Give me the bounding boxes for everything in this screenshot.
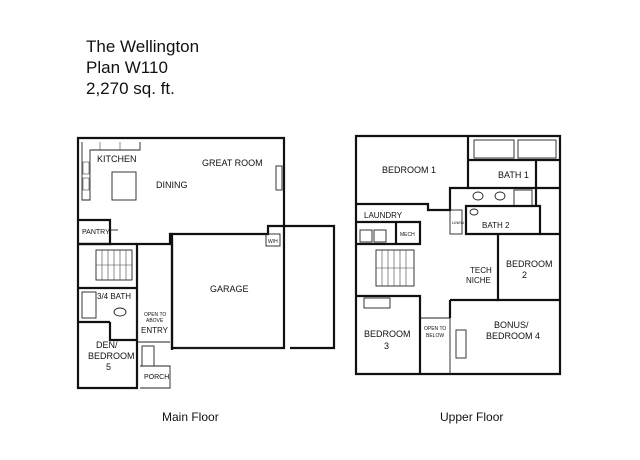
plan-title-block: The Wellington Plan W110 2,270 sq. ft. xyxy=(86,36,199,99)
label-pantry: PANTRY xyxy=(82,229,110,236)
label-open-to-above-line1: OPEN TO xyxy=(144,312,166,318)
plan-number: Plan W110 xyxy=(86,58,168,77)
label-bedroom-2-line2: 2 xyxy=(522,270,527,280)
label-linen: LINEN xyxy=(452,220,464,225)
plan-name: The Wellington xyxy=(86,37,200,56)
label-kitchen: KITCHEN xyxy=(97,154,137,164)
label-bedroom-2-line1: BEDROOM xyxy=(506,259,553,269)
label-great-room: GREAT ROOM xyxy=(202,158,263,168)
plan-area: 2,270 sq. ft. xyxy=(86,79,175,98)
label-den-line3: 5 xyxy=(106,362,111,372)
upper-floor-labels: BEDROOM 1 BATH 1 LAUNDRY MECH LINEN BATH… xyxy=(364,165,553,351)
label-bedroom-1: BEDROOM 1 xyxy=(382,165,436,175)
main-floor-caption: Main Floor xyxy=(162,410,219,424)
label-bedroom-3-line2: 3 xyxy=(384,341,389,351)
label-bath-1: BATH 1 xyxy=(498,170,529,180)
label-entry: ENTRY xyxy=(141,326,169,335)
label-dining: DINING xyxy=(156,180,188,190)
label-den-line1: DEN/ xyxy=(96,340,118,350)
label-open-to-below-line2: BELOW xyxy=(426,333,444,339)
main-stairs xyxy=(95,249,133,281)
upper-stairs xyxy=(375,249,415,287)
label-bonus-line1: BONUS/ xyxy=(494,320,529,330)
label-den-line2: BEDROOM xyxy=(88,351,135,361)
label-porch: PORCH xyxy=(144,374,169,381)
label-mech: MECH xyxy=(400,232,415,238)
label-bedroom-3-line1: BEDROOM xyxy=(364,329,411,339)
label-open-to-above-line2: ABOVE xyxy=(146,318,164,324)
main-floor-plan xyxy=(76,136,336,390)
label-open-to-below-line1: OPEN TO xyxy=(424,326,446,332)
label-three-quarter-bath: 3/4 BATH xyxy=(97,292,131,301)
label-bath-2: BATH 2 xyxy=(482,221,510,230)
label-water-heater: W/H xyxy=(268,239,278,245)
main-floor-labels: KITCHEN DINING GREAT ROOM PANTRY 3/4 BAT… xyxy=(82,154,278,381)
label-tech-line2: NICHE xyxy=(466,276,491,285)
label-tech-line1: TECH xyxy=(470,266,492,275)
upper-floor-caption: Upper Floor xyxy=(440,410,504,424)
label-bonus-line2: BEDROOM 4 xyxy=(486,331,540,341)
label-garage: GARAGE xyxy=(210,284,249,294)
upper-floor-plan xyxy=(354,134,562,376)
label-laundry: LAUNDRY xyxy=(364,211,403,220)
